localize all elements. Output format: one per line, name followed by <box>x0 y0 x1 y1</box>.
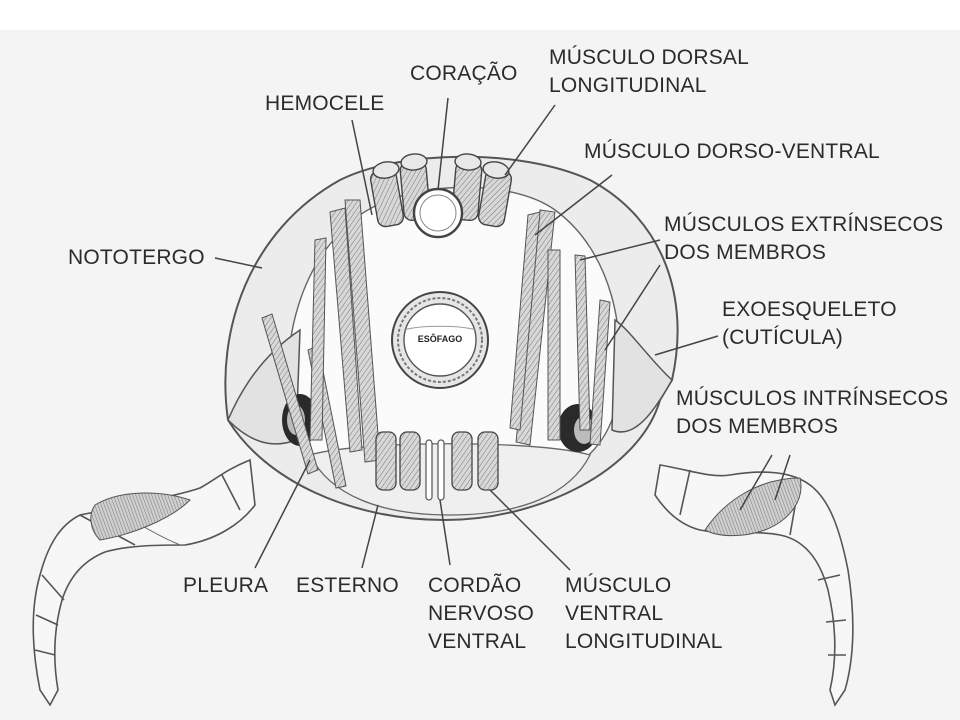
leader-lines <box>214 97 791 571</box>
right-pleura <box>611 318 673 433</box>
label-esofago: ESÔFAGO <box>417 334 463 344</box>
label-musculos-intrinsecos: MÚSCULOS INTRÍNSECOS DOS MEMBROS <box>676 387 949 438</box>
ventral-longitudinal-muscles <box>375 431 499 491</box>
label-cordao-nervoso-ventral: CORDÃO NERVOSO VENTRAL <box>428 574 535 653</box>
label-exoesqueleto: EXOESQUELETO (CUTÍCULA) <box>722 298 897 349</box>
dorsal-longitudinal-muscles <box>369 153 513 228</box>
label-hemocele: HEMOCELE <box>265 92 385 115</box>
label-esterno: ESTERNO <box>296 574 399 597</box>
ventral-nerve-cord <box>425 439 445 501</box>
label-musculo-ventral-longitudinal: MÚSCULO VENTRAL LONGITUDINAL <box>565 574 723 653</box>
label-coracao: CORAÇÃO <box>410 62 518 85</box>
dorso-ventral-muscles <box>261 199 611 489</box>
label-musculos-extrinsecos: MÚSCULOS EXTRÍNSECOS DOS MEMBROS <box>664 213 944 264</box>
label-nototergo: NOTOTERGO <box>68 246 205 269</box>
esophagus <box>391 291 489 389</box>
label-pleura: PLEURA <box>183 574 269 597</box>
label-musculo-dorso-ventral: MÚSCULO DORSO-VENTRAL <box>584 140 880 163</box>
left-leg-muscle <box>90 492 191 541</box>
label-musculo-dorsal-longitudinal: MÚSCULO DORSAL LONGITUDINAL <box>549 46 750 97</box>
